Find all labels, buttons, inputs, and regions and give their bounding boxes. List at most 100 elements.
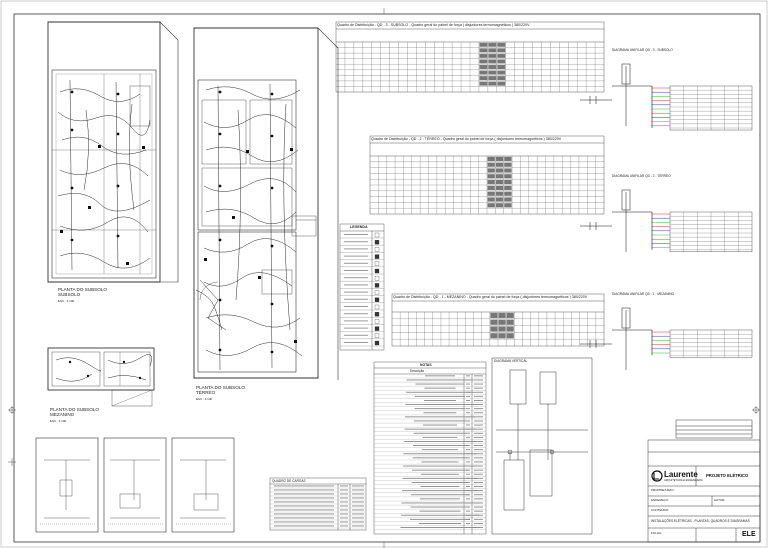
cell-fill [474,514,483,516]
project-type: PROJETO ELÉTRICO [706,473,749,478]
company-name: Laurente [664,470,698,479]
cell-fill [406,391,474,393]
panel-3-title: Quadro de Distribuição - QD - 1 - MEZANI… [393,295,588,299]
cell-fill [352,521,364,523]
symbols-subsolo [60,90,145,265]
plan-mezanino-scale: ESC.: 1:100 [50,419,67,423]
cell-fill [504,180,512,185]
cell-fill [422,449,458,451]
cell-fill [400,527,480,528]
cell-fill [411,494,469,496]
symbols-terreo [204,90,297,354]
cell-fill [423,412,457,414]
cell-fill [466,461,470,463]
cell-fill [352,485,364,487]
cell-fill [474,436,483,438]
notes-rows [374,375,486,530]
unifilar-diagrams [580,63,753,370]
cell-fill [466,404,470,405]
load-table-rows [270,485,366,529]
cell-fill [352,525,364,527]
cell-fill [274,493,334,495]
cell-fill [466,420,470,422]
cell-fill [497,81,506,86]
cell-fill [488,53,497,58]
cell-fill [274,517,334,519]
cell-fill [374,297,380,302]
cell-fill [474,490,483,492]
cell-fill [474,441,483,442]
cell-fill [479,65,488,69]
cell-fill [374,276,380,281]
floor-plan-terreo [193,27,339,380]
cell-fill [466,412,470,414]
cell-fill [344,255,368,257]
cell-fill [374,326,380,331]
cell-fill [466,514,470,516]
unifilar-3-label: DIAGRAMA UNIFILAR QD - 1 - MEZANINO [612,292,675,296]
cell-fill [374,340,380,346]
cell-fill [466,469,470,471]
cell-fill [487,174,495,179]
cell-fill [466,453,470,455]
cell-fill [474,494,483,496]
panel-schedule-3-grid [392,312,604,346]
legend-block [339,223,385,351]
cell-fill [497,48,506,53]
cell-fill [352,501,364,503]
cell-fill [495,156,504,161]
cell-fill [498,326,506,332]
cell-fill [421,461,459,463]
cell-fill [498,312,506,318]
cell-fill [474,420,483,422]
owner-label: PROPRIETÁRIO: [651,488,675,492]
cell-fill [474,453,483,455]
plan-mezanino-title: PLANTA DO SUBSOLO MEZANINO [50,407,99,417]
cell-fill [474,502,483,504]
cell-fill [474,461,483,463]
author-label: AUTOR: [714,498,726,502]
cell-fill [466,400,470,401]
cell-fill [487,197,495,202]
cell-fill [403,453,477,455]
cell-fill [405,404,475,405]
wiring-mezanino [55,354,152,382]
cell-fill [504,191,512,196]
floor-plan-subsolo [47,21,179,283]
company-logo-icon [651,470,663,482]
cell-fill [352,509,364,511]
cell-fill [474,465,483,467]
cell-fill [420,498,460,500]
cell-fill [474,457,483,459]
company-subtitle: ARQUITETURA E ENGENHARIA [664,479,703,482]
cell-fill [497,42,506,47]
cell-fill [352,497,364,499]
cell-fill [466,387,470,389]
plan-terreo-scale: ESC.: 1:100 [196,397,213,401]
cell-fill [474,523,483,524]
cell-fill [344,342,368,343]
cell-fill [487,156,495,161]
wiring-terreo [195,83,303,371]
cell-fill [340,525,348,527]
cell-fill [466,523,470,524]
cell-fill [466,445,470,446]
cell-fill [479,81,488,86]
cell-fill [340,513,348,515]
cell-fill [410,518,470,520]
cell-fill [403,465,477,467]
cell-fill [374,333,380,338]
cell-fill [479,70,488,75]
cell-fill [405,416,475,418]
cell-fill [344,327,368,329]
cell-fill [488,76,497,81]
cell-fill [466,436,470,438]
cell-fill [466,482,470,483]
cell-fill [504,168,512,173]
cell-fill [424,387,456,389]
cell-fill [474,486,483,487]
cell-fill [374,268,380,274]
cell-fill [274,489,334,491]
cell-fill [487,203,495,208]
